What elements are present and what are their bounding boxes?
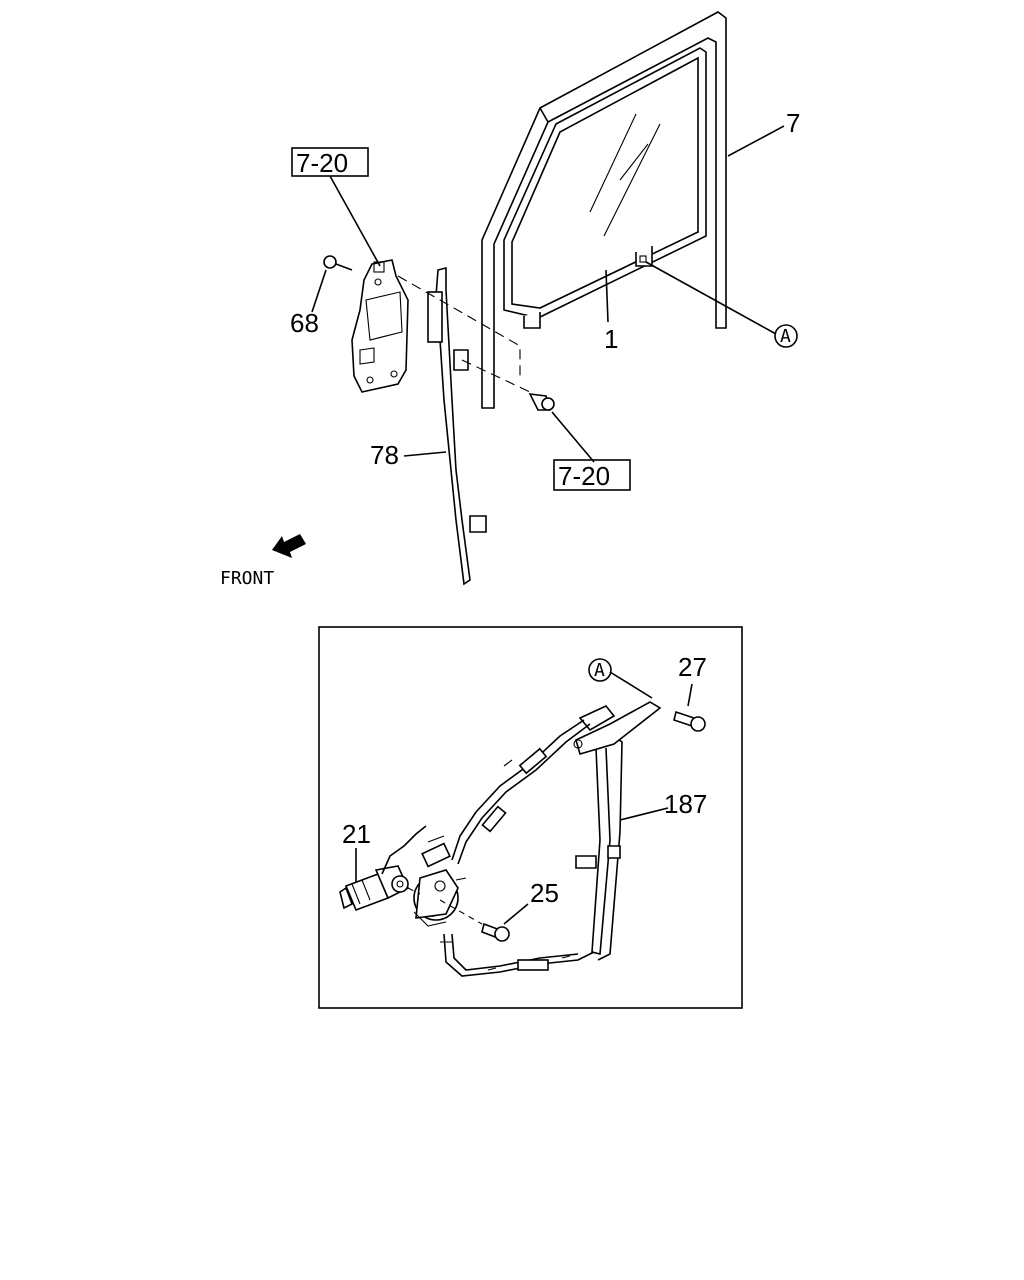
callout-187: 187 <box>664 789 707 819</box>
callout-1: 1 <box>604 324 618 354</box>
leader-ref-bottom <box>551 411 595 463</box>
motor-harness <box>381 825 451 875</box>
leader-ref-top <box>329 175 381 267</box>
window-glass <box>503 47 707 329</box>
marker-a-inset-circle <box>588 658 612 682</box>
bolt-ref <box>528 393 555 411</box>
window-regulator <box>573 701 662 961</box>
callout-78: 78 <box>370 440 399 470</box>
callout-27: 27 <box>678 652 707 682</box>
mounting-bracket <box>351 259 409 393</box>
marker-a-inset: A <box>594 660 605 681</box>
callout-25: 25 <box>530 878 559 908</box>
screw-leader <box>311 269 327 313</box>
ref-box-top <box>291 147 369 177</box>
marker-a-top-circle <box>774 324 798 348</box>
window-motor <box>339 865 410 912</box>
leader-1 <box>605 269 609 323</box>
callout-ref-bottom: 7-20 <box>558 461 610 491</box>
assembly-line-2 <box>461 359 531 393</box>
motor-drum-line <box>407 887 421 895</box>
callout-7: 7 <box>786 108 800 138</box>
leader-187 <box>619 807 669 821</box>
assembly-line-1 <box>397 275 521 380</box>
marker-a-top: A <box>780 326 791 347</box>
callout-21: 21 <box>342 819 371 849</box>
leader-7 <box>727 125 785 157</box>
front-label: FRONT <box>220 568 274 589</box>
run-channel <box>427 266 487 586</box>
leader-A-inset <box>609 671 653 699</box>
leader-25 <box>503 903 529 925</box>
ref-box-bottom <box>553 459 631 491</box>
leader-78 <box>403 451 447 457</box>
drum-bolt-line <box>439 899 483 925</box>
bolt-27 <box>673 710 706 732</box>
front-arrow-icon <box>272 534 306 558</box>
bolt-25 <box>481 922 510 942</box>
cable-drum <box>413 869 459 927</box>
callout-ref-top: 7-20 <box>296 148 348 178</box>
inset-frame <box>318 626 743 1009</box>
leader-27 <box>687 683 693 707</box>
regulator-cable <box>440 719 595 977</box>
screw-68 <box>323 255 353 271</box>
callout-68: 68 <box>290 308 319 338</box>
door-frame <box>481 11 727 409</box>
leader-A-top <box>645 261 777 335</box>
